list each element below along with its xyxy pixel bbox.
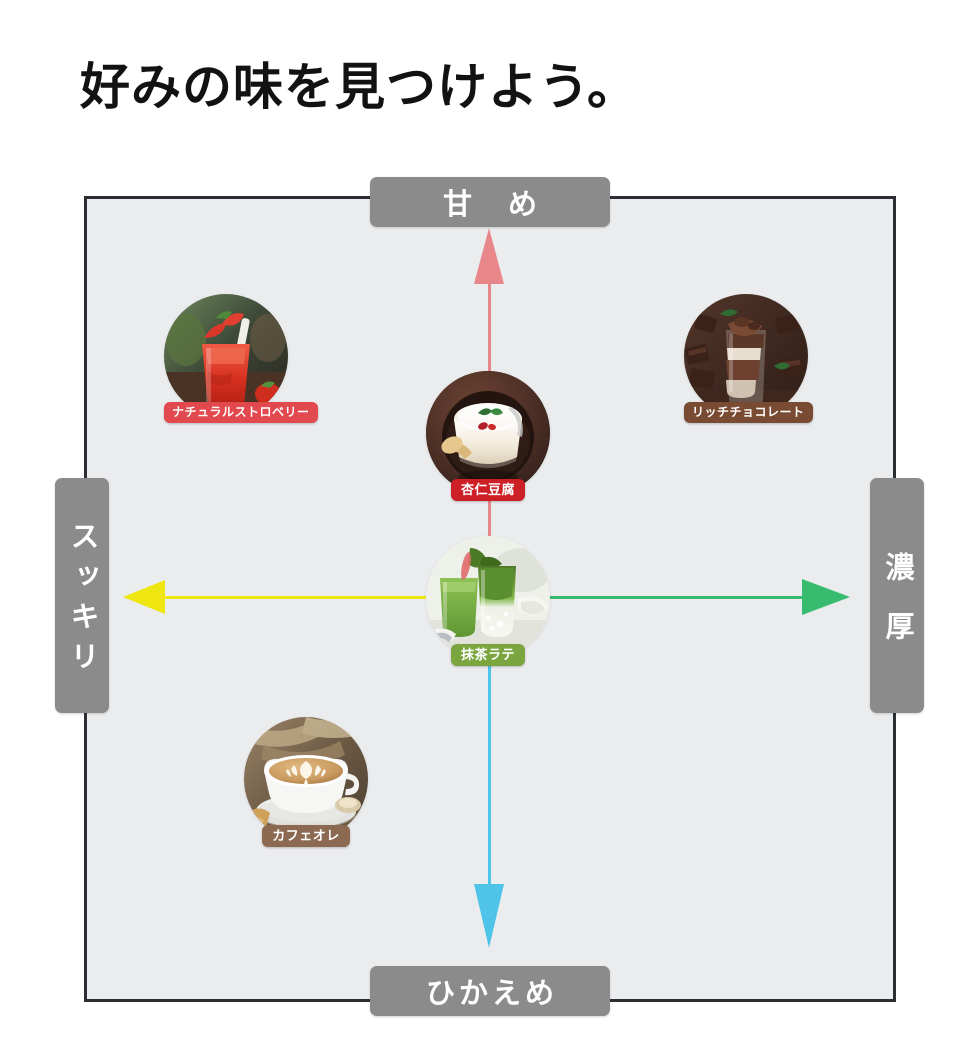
data-point-label-strawberry: ナチュラルストロベリー [164,402,318,423]
data-point-chocolate[interactable]: リッチチョコレート [684,294,813,423]
light-axis-arrow-head [474,884,504,948]
page-title: 好みの味を見つけよう。 [80,59,638,115]
strawberry-smoothie-photo [164,294,288,418]
data-point-strawberry[interactable]: ナチュラルストロベリー [164,294,318,423]
axis-label-refreshing: スッキリ [55,478,109,713]
data-point-matcha-latte[interactable]: 抹茶ラテ [426,536,550,666]
axis-label-sweet: 甘 め [370,177,610,227]
axis-label-light: ひかえめ [370,966,610,1016]
refreshing-axis-arrow-head [123,580,165,614]
matcha-latte-photo [426,536,550,660]
annin-tofu-photo [426,371,550,495]
sweet-axis-arrow-head [474,228,504,284]
refreshing-axis-arrow-stem [160,596,490,599]
data-point-label-matcha-latte: 抹茶ラテ [450,644,525,666]
data-point-label-annin-tofu: 杏仁豆腐 [450,479,525,501]
data-point-annin-tofu[interactable]: 杏仁豆腐 [426,371,550,501]
chocolate-drink-photo [684,294,808,418]
rich-axis-arrow-head [802,579,850,615]
cafe-au-lait-photo [244,717,368,841]
rich-axis-arrow-stem [492,596,810,599]
light-axis-arrow-stem [488,600,491,888]
axis-label-rich: 濃厚 [870,478,924,713]
data-point-label-cafe-au-lait: カフェオレ [262,825,350,847]
data-point-cafe-au-lait[interactable]: カフェオレ [244,717,368,847]
data-point-label-chocolate: リッチチョコレート [684,402,813,423]
